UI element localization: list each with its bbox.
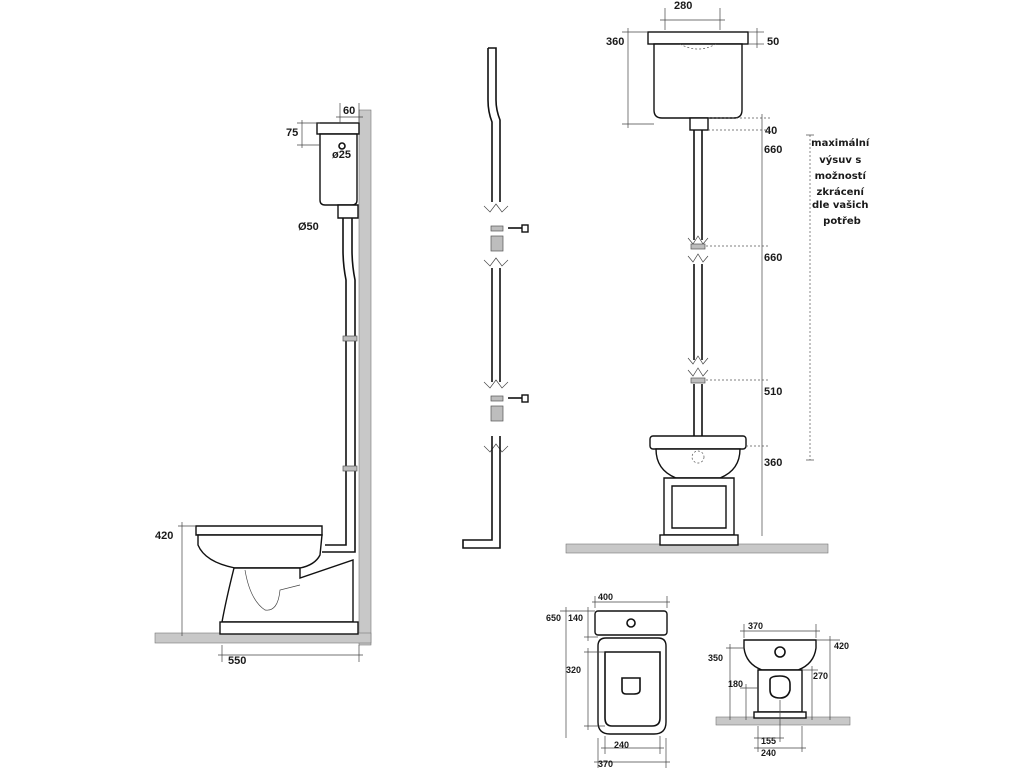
pipe-bottom-segment <box>462 436 501 549</box>
dim-o25: ø25 <box>332 149 351 161</box>
front-seat <box>649 435 747 450</box>
side-trap <box>244 569 301 611</box>
dim-75: 75 <box>286 127 298 139</box>
top-seat-inner <box>604 651 661 727</box>
front-view: 280 360 50 40 660 660 510 360 maximální … <box>565 0 873 554</box>
dim-270: 270 <box>813 671 828 681</box>
front-tank-body <box>653 43 743 119</box>
dim-40: 40 <box>765 125 777 137</box>
dim-650: 650 <box>546 613 561 623</box>
flush-pipe-front <box>693 130 703 446</box>
side-seat <box>195 525 323 536</box>
side-pedestal <box>221 559 354 623</box>
dim-350: 350 <box>708 653 723 663</box>
dim-180: 180 <box>728 679 743 689</box>
dim-140: 140 <box>568 613 583 623</box>
dim-240-small: 240 <box>761 748 776 758</box>
small-bowl <box>743 639 817 671</box>
top-bowl-outer <box>597 637 667 735</box>
side-tank-lid <box>316 122 360 135</box>
dim-370-top: 370 <box>598 759 613 768</box>
front-tank-outlet <box>689 117 709 131</box>
front-pedestal <box>663 477 735 536</box>
pipe-top-segment <box>487 47 501 202</box>
dim-o50: Ø50 <box>298 221 319 233</box>
bottom-front-view: 370 420 350 180 270 155 240 <box>708 621 851 758</box>
front-tank-lid <box>647 31 749 45</box>
connector-1 <box>490 225 504 232</box>
dim-320: 320 <box>566 665 581 675</box>
flush-pipe-side <box>322 218 356 553</box>
outlet-hole <box>338 142 346 150</box>
side-bowl <box>197 534 323 569</box>
dim-50: 50 <box>767 36 779 48</box>
dim-400: 400 <box>598 592 613 602</box>
dim-550: 550 <box>228 655 246 667</box>
dim-360-bowl: 360 <box>764 457 782 469</box>
top-view: 400 650 140 320 240 370 <box>546 592 670 768</box>
dim-420-side: 420 <box>155 530 173 542</box>
pipe-clamp-2 <box>342 465 358 472</box>
extension-note: maximální výsuv s možností zkrácení dle … <box>811 137 873 227</box>
dim-420-small: 420 <box>834 641 849 651</box>
wall <box>358 109 372 646</box>
dim-240-top: 240 <box>614 740 629 750</box>
dim-660-1: 660 <box>764 144 782 156</box>
dim-510: 510 <box>764 386 782 398</box>
dim-660-2: 660 <box>764 252 782 264</box>
pipe-mid-segment <box>491 268 501 382</box>
front-base <box>659 534 739 546</box>
dim-360-tank: 360 <box>606 36 624 48</box>
dim-370-small: 370 <box>748 621 763 631</box>
connector-2 <box>490 395 504 402</box>
dim-280: 280 <box>674 0 692 12</box>
side-base <box>219 621 359 635</box>
tank-outlet <box>337 204 359 219</box>
dim-60: 60 <box>343 105 355 117</box>
dim-155: 155 <box>761 736 776 746</box>
top-tank <box>594 610 668 636</box>
pipe-detail <box>462 47 529 549</box>
front-bowl <box>655 448 741 479</box>
pipe-clamp-1 <box>342 335 358 342</box>
side-view: 60 75 ø25 Ø50 420 550 <box>154 103 372 667</box>
